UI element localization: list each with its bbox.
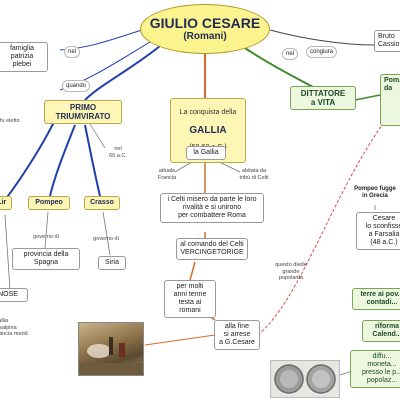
attuale-francia-text: attuale Francia [157,168,177,181]
dittatore-box[interactable]: DITTATORE a VITA [290,86,356,110]
celti-box[interactable]: i Celti misero da parte le loro rivalità… [160,193,264,223]
link-central-dittatore [244,47,316,89]
link-label-nel-left: nel [64,46,81,58]
link-triumvirato-left [4,119,56,201]
spagna-box[interactable]: provincia della Spagna [12,248,80,270]
central-topic[interactable]: GIULIO CESARE (Romani) [140,4,270,54]
uccisione-box[interactable]: Bruto Cassio [374,30,400,52]
coins-graphic [274,364,336,394]
siria-box[interactable]: Siria [98,256,126,270]
popolarita-text: questo diede grande popolarità [275,262,307,281]
link-triumvirato-pompeo [49,124,76,197]
triumvir-left-box[interactable]: ...ir [0,196,12,210]
link-left-nose [4,214,11,291]
alla-fine-box[interactable]: alla fine si arrese a G.Cesare [214,320,260,350]
link-pompeo-spagna [44,211,49,249]
governo-text-2: governo di [93,236,119,242]
link-label-congiura: congiura [306,46,338,58]
terre-box[interactable]: terre ai pov... contadi... [352,288,400,310]
central-title: GIULIO CESARE [149,15,261,31]
pompeo-fugge-text: Pompeo fugge in Grecia [354,186,396,199]
vercingetorige-box[interactable]: al comando del Celti VERCINGETORIGE [176,238,248,260]
roman-coins-photo [270,360,340,398]
farsalia-box[interactable]: Cesare lo sconfisse a Farsalia (48 a.C.) [356,212,400,250]
painting-figures [79,337,143,375]
moneta-box[interactable]: diffu... moneta... presso le p... popola… [350,350,400,388]
riforma-box[interactable]: riforma Calend... [362,320,400,342]
vercingetorix-painting [78,322,144,376]
governo-text-1: governo di [33,234,59,240]
fu-eletto-text: fu eletto [0,118,20,124]
nose-box[interactable]: NOSE [0,288,28,302]
link-crasso-siria [102,211,111,256]
link-comando-permolti [189,261,196,281]
link-triumvirato-nel [89,123,106,149]
abitata-text: abitata da tribù di Celti [239,168,269,181]
la-gallia-box[interactable]: la Gallia [186,146,226,160]
gallia-heading: La conquista della [179,109,237,116]
link-painting [144,334,216,346]
link-label-nel-right: nel [282,48,299,60]
link-central-righttop [269,29,376,46]
link-triumvirato-crasso [84,124,101,197]
gallia-cisalpina-text: Gallia Cisalpina Francia merid. [0,318,30,337]
central-subtitle: (Romani) [183,31,227,42]
famiglia-box[interactable]: famiglia patrizia plebei [0,42,48,72]
per-molti-box[interactable]: per molti anni tenne testa ai romani [164,280,216,318]
link-central-triumvirato [84,45,161,101]
link-dittatore-right [354,94,381,101]
link-label-quando: quando [62,80,91,92]
link-popolarita-dashed [257,124,383,336]
crasso-box[interactable]: Crasso [84,196,120,210]
triumvirato-box[interactable]: PRIMO TRIUMVIRATO [44,100,122,124]
triumvirato-year: nel 60 a.C. [109,146,127,159]
dittatore-right-box[interactable]: Pom... da [380,74,400,126]
gallia-title: GALLIA [189,125,227,136]
pompeo-box[interactable]: Pompeo [28,196,70,210]
